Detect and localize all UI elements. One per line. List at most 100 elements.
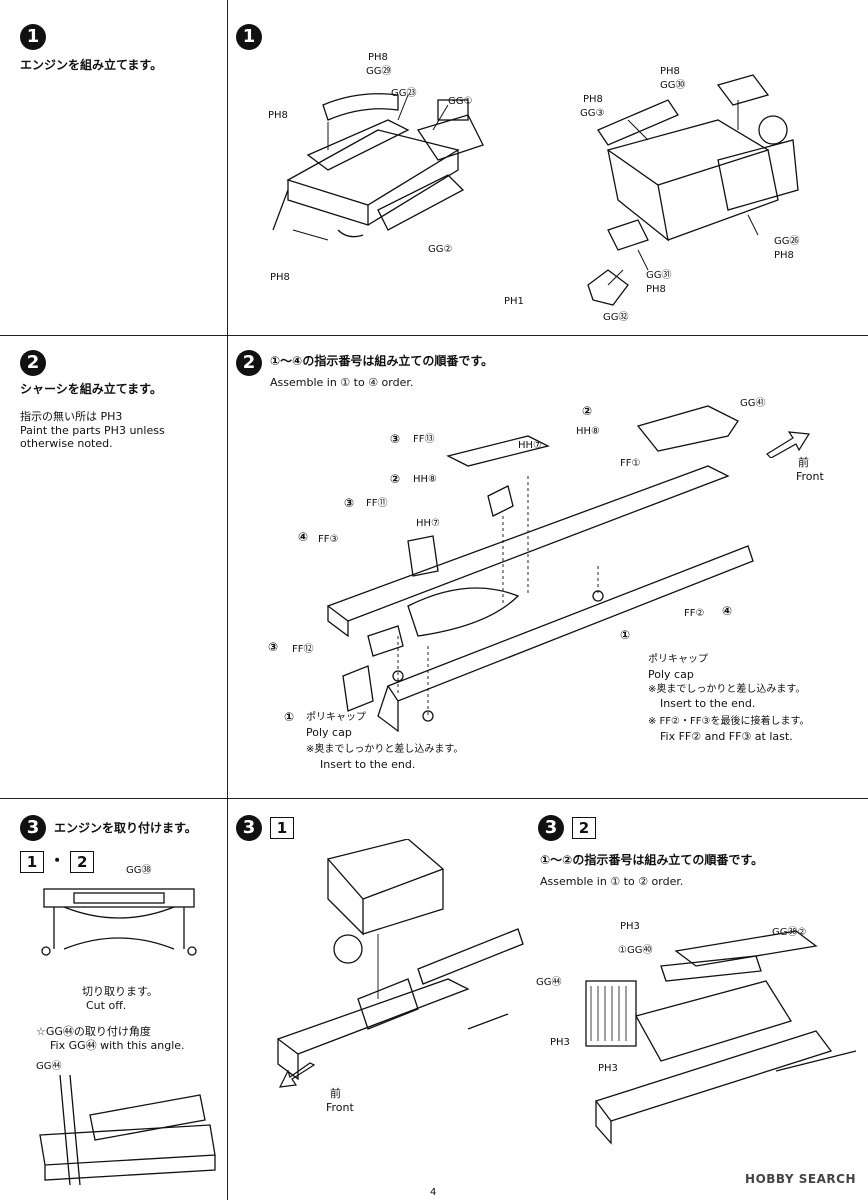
step2-left-panel: 2 シャーシを組み立てます。 指示の無い所は PH3 Paint the par…: [0, 336, 227, 798]
step2-instruction: シャーシを組み立てます。: [20, 382, 162, 396]
step1-diagram-panel: 1 PH8 GG㉙ GG㉓ GG① PH8 GG② PH8: [228, 0, 868, 335]
part-label-hh8-top: HH⑧: [576, 426, 601, 437]
step3-right-number: 3: [538, 815, 564, 841]
mid-front-en: Front: [326, 1101, 354, 1114]
step1-label-9: PH8: [583, 94, 603, 105]
step1-label-11: GG㉖: [774, 236, 800, 247]
engine-left-drawing: [272, 93, 484, 241]
step3-mid-sub: 1: [270, 817, 294, 839]
polycap-left-note-en: Insert to the end.: [320, 758, 416, 771]
step2-note-en1: Paint the parts PH3 unless: [20, 424, 165, 437]
polycap-right-note-jp: ※奥までしっかりと差し込みます。: [648, 684, 806, 695]
chassis-drawing: [326, 405, 754, 733]
step1-label-1: GG㉙: [366, 66, 392, 77]
step2-front-jp: 前: [798, 456, 809, 469]
step1-label-7: PH8: [660, 66, 680, 77]
right-label-2: ①GG㊵: [618, 945, 653, 956]
polycap-left-note-jp: ※奥までしっかりと差し込みます。: [306, 744, 464, 755]
engine-mount-drawing: [276, 839, 524, 1081]
part-label-ff13: FF⑬: [413, 434, 435, 445]
polycap-right-note-en: Insert to the end.: [660, 697, 756, 710]
step2-diagram-panel: 2 ①～④の指示番号は組み立ての順番です。 Assemble in ① to ④…: [228, 336, 868, 798]
step2-note-jp: 指示の無い所は PH3: [20, 410, 123, 423]
step3-sub-steps: 1 ・ 2: [20, 847, 95, 873]
part-label-ff11: FF⑪: [366, 498, 388, 509]
gg44-angle-drawing: [39, 1075, 216, 1185]
engine-right-drawing: [587, 74, 799, 306]
step1-label-4: PH8: [268, 110, 288, 121]
part-label-ff2: FF②: [684, 608, 705, 619]
divider-2: [0, 798, 868, 799]
right-label-5: PH3: [598, 1063, 618, 1074]
front-arrow-icon: [766, 431, 811, 458]
step1-label-10: GG③: [580, 108, 605, 119]
part-label-hh7-mid: HH⑦: [416, 518, 441, 529]
step3-mid-panel: 3 1 前 Front: [228, 799, 528, 1200]
sub-step-1: 1: [20, 850, 44, 873]
step1-label-3: GG①: [448, 96, 473, 107]
part-label-hh7-top: HH⑦: [518, 440, 543, 451]
step1-instruction: エンジンを組み立てます。: [20, 58, 163, 72]
step1-number: 1: [20, 24, 46, 50]
gg44-left-label: GG㊹: [36, 1061, 62, 1072]
polycap-right-jp: ポリキャップ: [648, 654, 708, 665]
step2-note-en2: otherwise noted.: [20, 437, 113, 450]
right-label-4: PH3: [550, 1037, 570, 1048]
part-label-hh8-mid: HH⑧: [413, 474, 438, 485]
step1-label-15: PH1: [504, 296, 524, 307]
step2-diagram-number: 2: [236, 350, 262, 376]
step2-front-en: Front: [796, 470, 824, 483]
step1-label-2: GG㉓: [391, 88, 417, 99]
step1-diagram-number: 1: [236, 24, 262, 50]
polycap-right-num: ①: [620, 628, 631, 642]
fix-note-jp: ※ FF②・FF③を最後に接着します。: [648, 716, 810, 727]
step2-order-jp: ①～④の指示番号は組み立ての順番です。: [270, 354, 494, 368]
polycap-left-en: Poly cap: [306, 726, 352, 739]
step1-label-6: PH8: [270, 272, 290, 283]
order-mark-3: ③: [344, 496, 355, 510]
cut-note-jp: 切り取ります。: [82, 985, 158, 998]
right-label-0: PH3: [620, 921, 640, 932]
divider-1: [0, 335, 868, 336]
step1-label-5: GG②: [428, 244, 453, 255]
right-label-3: GG㊹: [536, 977, 562, 988]
step3-left-panel: 3 エンジンを取り付けます。 1 ・ 2 GG㊳ 切り取ります。 Cut off…: [0, 799, 227, 1200]
mid-front-jp: 前: [330, 1087, 341, 1100]
step3-right-order-en: Assemble in ① to ② order.: [540, 875, 684, 888]
step1-label-12: PH8: [774, 250, 794, 261]
part-label-gg41: GG㊶: [740, 398, 766, 409]
sub-step-2: 2: [70, 850, 95, 873]
vertical-divider: [227, 0, 228, 1200]
part-label-ff1: FF①: [620, 458, 641, 469]
angle-note-en: Fix GG㊹ with this angle.: [50, 1039, 185, 1052]
part-label-ff3: FF③: [318, 534, 339, 545]
gg38-bracket-drawing: [41, 888, 197, 956]
radiator-mount-drawing: [585, 930, 857, 1145]
step1-label-13: GG㉛: [646, 270, 672, 281]
order-mark-4: ④: [298, 530, 309, 544]
order-mark-6: ④: [722, 604, 733, 618]
gg38-label: GG㊳: [126, 865, 152, 876]
step1-left-panel: 1 エンジンを組み立てます。: [0, 0, 227, 335]
cut-note-en: Cut off.: [86, 999, 127, 1012]
step2-order-en: Assemble in ① to ④ order.: [270, 376, 414, 389]
order-mark-1: ②: [582, 404, 593, 418]
order-mark-0: ③: [390, 432, 401, 446]
step3-right-panel: 3 2 ①～②の指示番号は組み立ての順番です。 Assemble in ① to…: [528, 799, 868, 1200]
step1-label-14: PH8: [646, 284, 666, 295]
step1-label-0: PH8: [368, 52, 388, 63]
order-mark-2: ②: [390, 472, 401, 486]
order-mark-5: ③: [268, 640, 279, 654]
step3-number: 3: [20, 815, 46, 841]
step1-label-8: GG㉚: [660, 80, 686, 91]
polycap-left-num: ①: [284, 710, 295, 724]
angle-note-jp: ☆GG㊹の取り付け角度: [36, 1025, 151, 1038]
fix-note-en: Fix FF② and FF③ at last.: [660, 730, 793, 743]
polycap-right-en: Poly cap: [648, 668, 694, 681]
step3-right-sub: 2: [572, 817, 596, 839]
part-label-ff12: FF⑫: [292, 644, 314, 655]
mid-front-arrow-icon: [278, 1062, 316, 1088]
sub-step-separator: ・: [49, 851, 66, 870]
step3-mid-number: 3: [236, 815, 262, 841]
step3-instruction: エンジンを取り付けます。: [54, 821, 197, 835]
